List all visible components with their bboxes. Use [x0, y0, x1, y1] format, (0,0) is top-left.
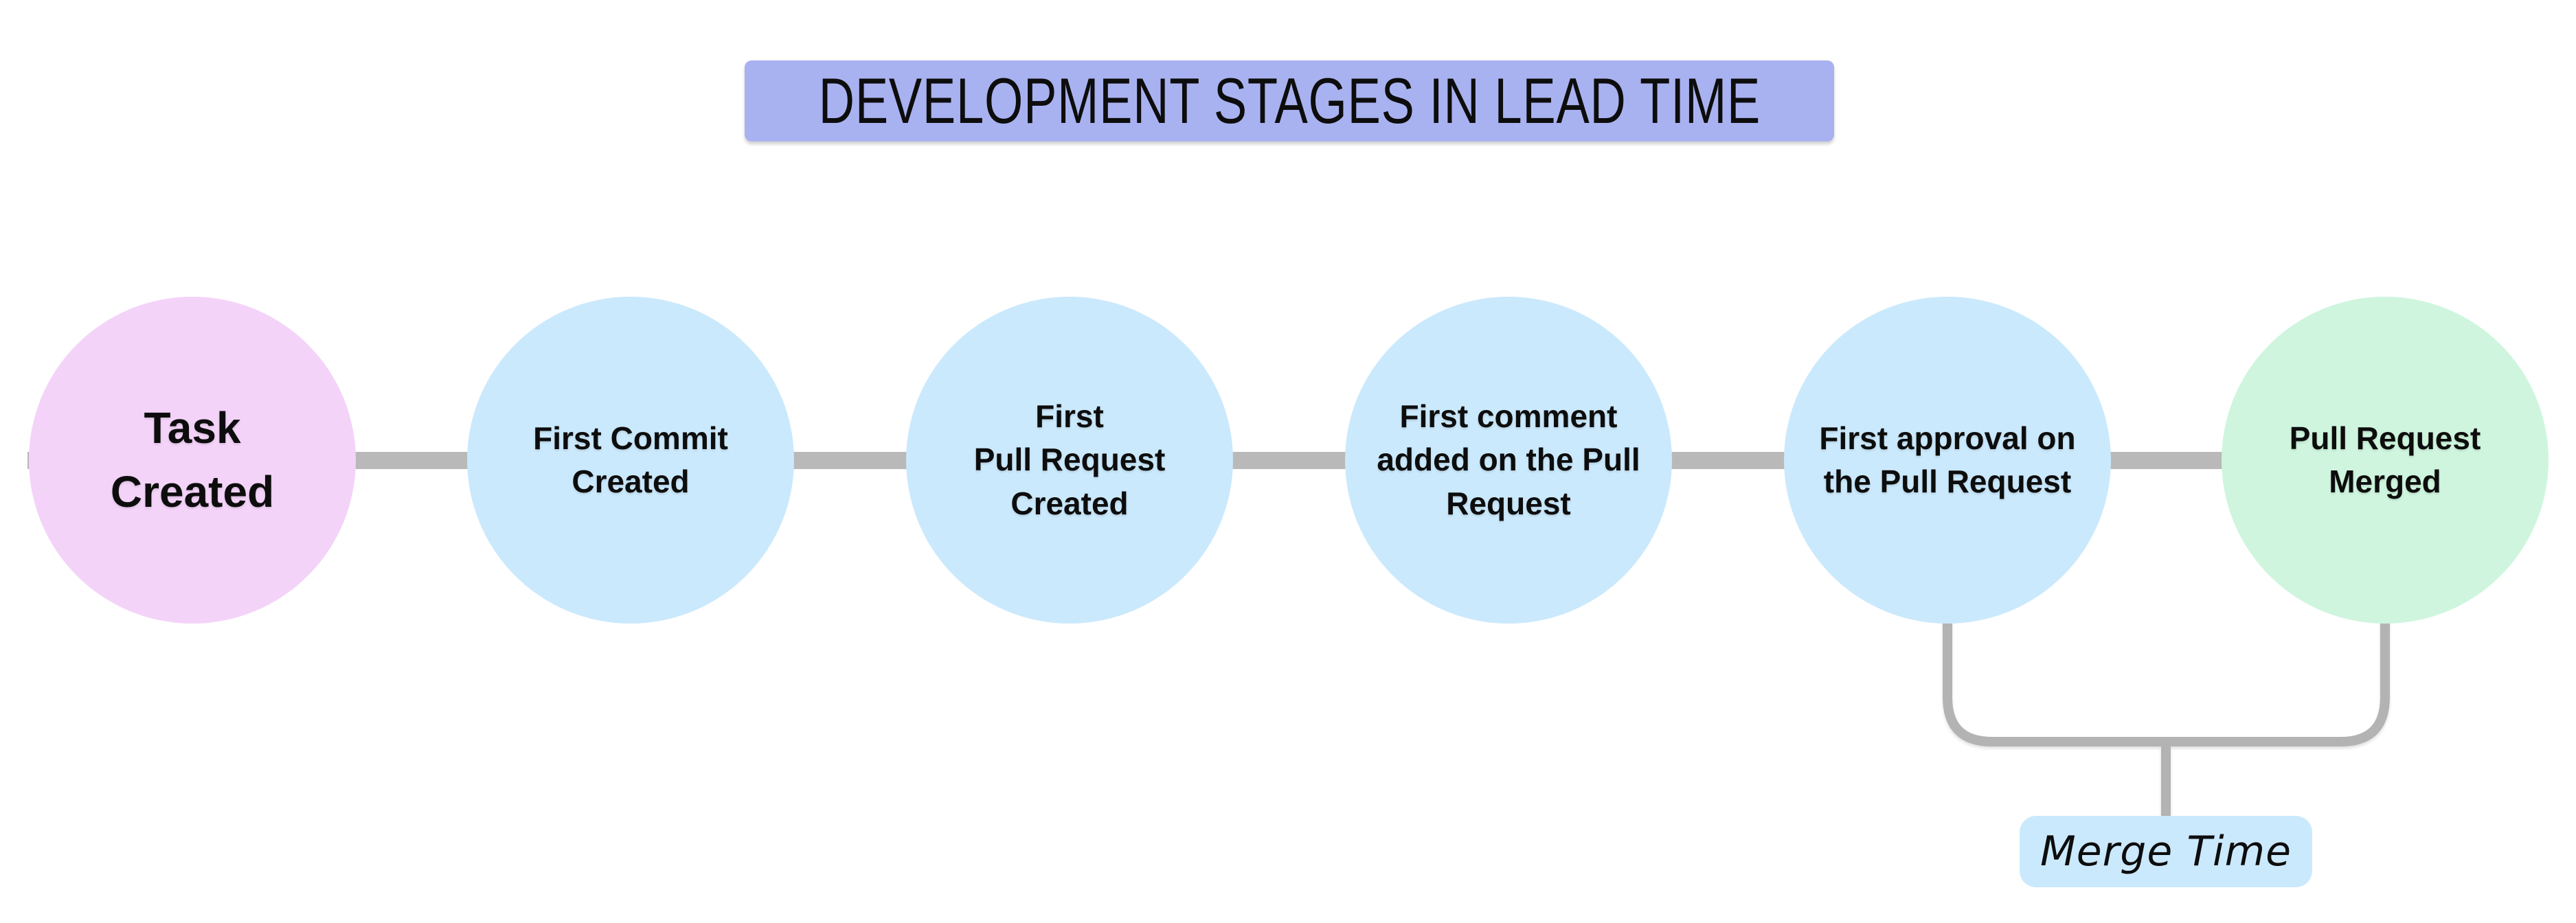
- stage-label: Task Created: [110, 403, 275, 516]
- stage-node-task-created: Task Created: [29, 297, 356, 624]
- merge-time-label-text: Merge Time: [2040, 828, 2292, 876]
- merge-time-bracket-path: [1943, 620, 2390, 747]
- stage-label: First Pull Request Created: [973, 398, 1166, 521]
- stage-node-pull-request-merged: Pull Request Merged: [2222, 297, 2549, 624]
- stage-node-first-comment-added: First comment added on the Pull Request: [1345, 297, 1672, 624]
- stage-node-first-pull-request-created: First Pull Request Created: [906, 297, 1233, 624]
- stage-label: First comment added on the Pull Request: [1377, 398, 1640, 521]
- stage-label: Pull Request Merged: [2289, 420, 2481, 499]
- stage-node-first-commit-created: First Commit Created: [467, 297, 794, 624]
- page-title: DEVELOPMENT STAGES IN LEAD TIME: [745, 60, 1834, 141]
- stage-label: First Commit Created: [533, 420, 728, 499]
- page-title-text: DEVELOPMENT STAGES IN LEAD TIME: [818, 65, 1761, 137]
- merge-time-label: Merge Time: [2020, 816, 2312, 887]
- stage-node-first-approval: First approval on the Pull Request: [1784, 297, 2111, 624]
- stage-label: First approval on the Pull Request: [1819, 420, 2076, 499]
